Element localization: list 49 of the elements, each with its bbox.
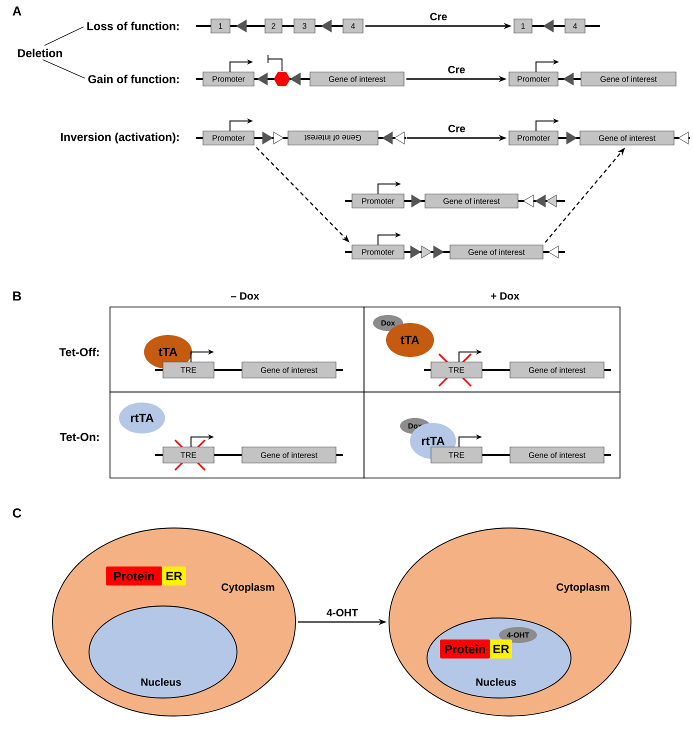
gene-box: 4 <box>564 18 586 34</box>
table-cell <box>364 392 620 478</box>
gene-box: Gene of interest <box>242 362 336 378</box>
row-label: Gain of function: <box>88 74 179 84</box>
table-cell <box>110 392 364 478</box>
protein-box: Protein <box>440 640 490 658</box>
gene-box: TRE <box>162 362 214 378</box>
gene-box: TRE <box>430 362 482 378</box>
gene-box: 4 <box>342 18 364 34</box>
table-cell <box>364 306 620 392</box>
gene-box: TRE <box>430 446 482 464</box>
row-label: Loss of function: <box>87 22 179 30</box>
protein-box: Protein <box>106 566 162 586</box>
gene-box: 2 <box>264 18 282 34</box>
er-tag: ER <box>490 640 512 658</box>
column-header: – Dox <box>231 292 260 300</box>
gene-box: Gene of interest <box>424 194 518 208</box>
gene-box: Gene of interest <box>450 244 544 260</box>
gene-box: 1 <box>514 18 532 34</box>
table-cell <box>110 306 364 392</box>
group-label: Deletion <box>18 48 62 58</box>
row-label: Tet-On: <box>60 432 99 442</box>
gene-box: Gene of interest <box>310 72 404 86</box>
gene-box: Promoter <box>352 194 404 208</box>
edge-label: Cre <box>446 64 466 74</box>
gene-box: Gene of interest <box>242 446 336 464</box>
gene-box: Gene of interest <box>288 130 378 146</box>
edge-label: Cre <box>446 124 466 134</box>
row-label: Inversion (activation): <box>61 132 179 144</box>
gene-box: Gene of interest <box>510 362 604 378</box>
gene-box: TRE <box>162 446 214 464</box>
row-label: Tet-Off: <box>59 348 99 356</box>
gene-box: Promoter <box>352 244 404 260</box>
gene-box: Gene of interest <box>580 130 674 146</box>
edge-label: Cre <box>428 12 448 22</box>
gene-box: 1 <box>210 18 230 34</box>
gene-box: Promoter <box>202 130 254 146</box>
column-header: + Dox <box>491 292 520 300</box>
gene-box: Promoter <box>202 72 254 86</box>
gene-box: 3 <box>294 18 316 34</box>
panel-letter: B <box>13 292 22 300</box>
gene-box: Gene of interest <box>510 446 604 464</box>
gene-box: Promoter <box>508 72 558 86</box>
panel-letter: C <box>12 508 22 518</box>
edge-label: 4-OHT <box>326 608 359 618</box>
panel-letter: A <box>12 6 22 16</box>
er-tag: ER <box>162 566 186 586</box>
gene-box: Promoter <box>508 130 558 146</box>
gene-box: Gene of interest <box>580 72 676 86</box>
